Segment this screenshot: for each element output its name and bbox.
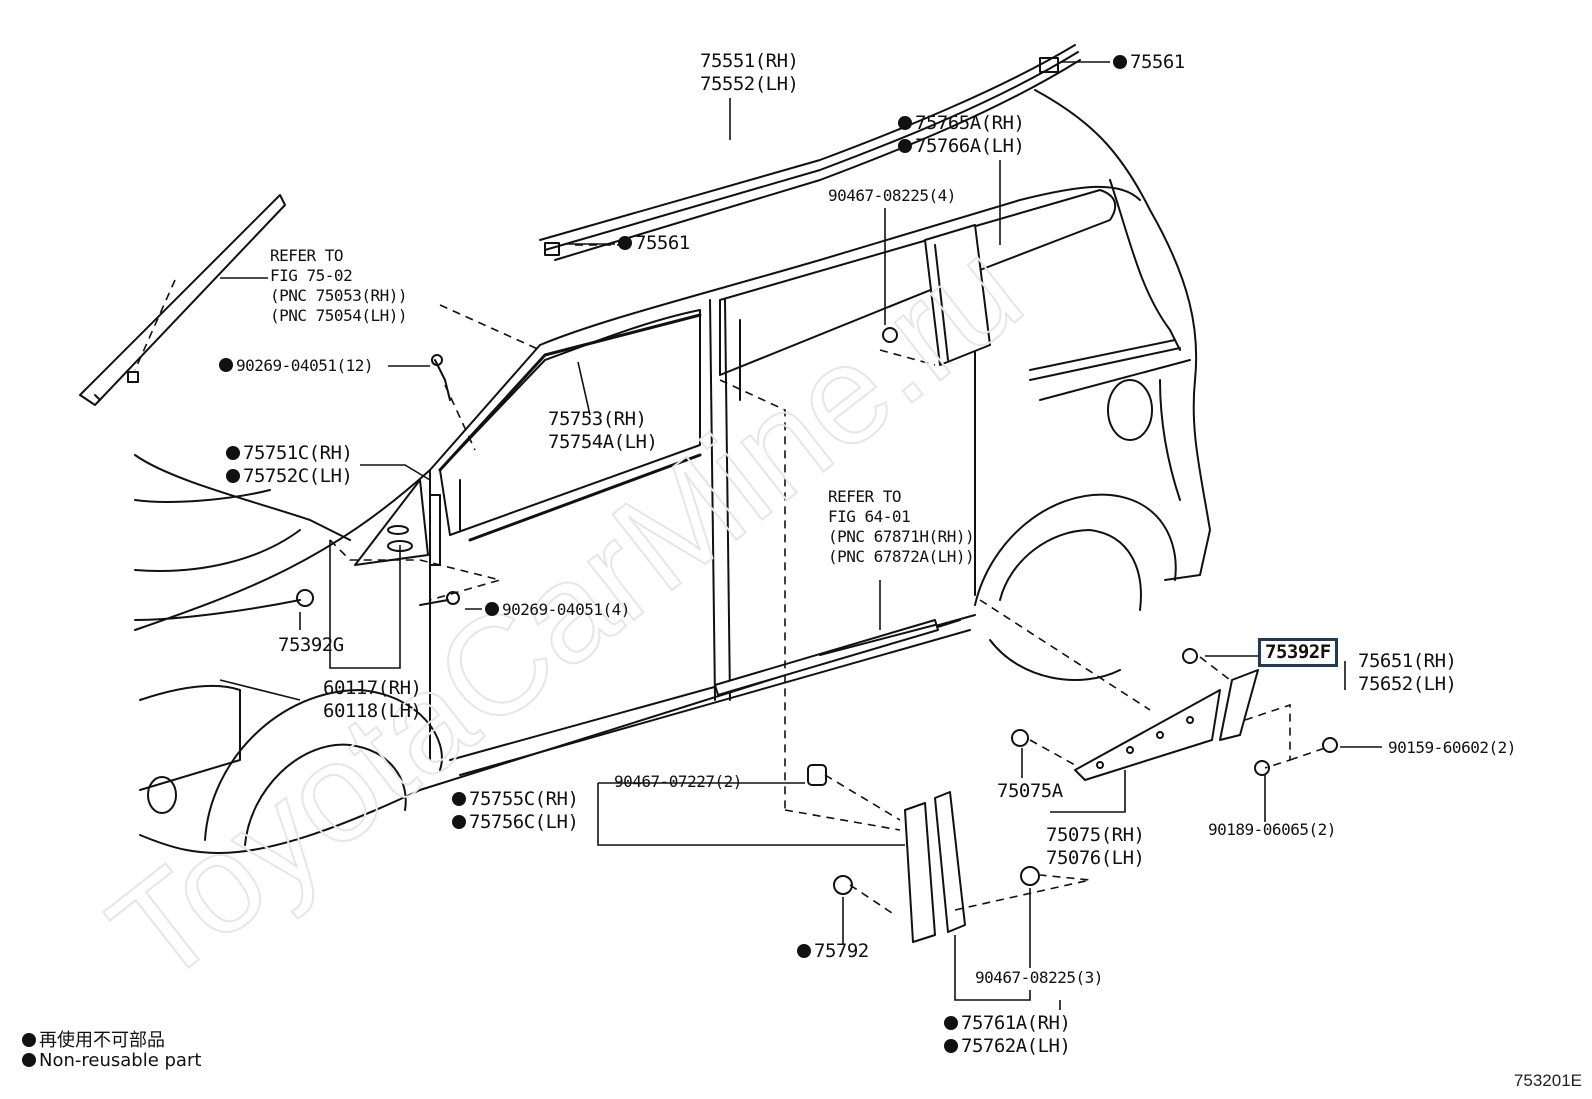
label-mudguard: 75651(RH)75652(LH)	[1358, 650, 1457, 695]
label-protector: 75075(RH)75076(LH)	[1046, 824, 1145, 869]
label-belt-molding: 75753(RH)75754A(LH)	[548, 408, 658, 453]
figure-code: 753201E	[1513, 1071, 1582, 1090]
label-triangle-molding: 75751C(RH) 75752C(LH)	[226, 442, 353, 488]
label-clip-75561-top: 75561	[1113, 51, 1185, 74]
label-pillar-garnish-b2: 75761A(RH) 75762A(LH)	[944, 1012, 1071, 1058]
label-clip-75561-left: 75561	[618, 232, 690, 255]
label-screw-90467-08225-3: 90467-08225(3)	[975, 968, 1103, 987]
label-clip-75392G: 75392G	[278, 634, 344, 656]
label-screw-90159: 90159-60602(2)	[1388, 738, 1516, 757]
label-fender-liner: 60117(RH)60118(LH)	[323, 677, 422, 722]
legend-en: Non-reusable part	[22, 1050, 201, 1071]
label-pillar-garnish-b: 75755C(RH) 75756C(LH)	[452, 788, 579, 834]
label-clip-75392F: 75392F	[1258, 638, 1338, 667]
label-clip-75792: 75792	[797, 940, 869, 963]
label-screw-90467-08225-4: 90467-08225(4)	[828, 186, 956, 205]
label-roof-molding: 75551(RH)75552(LH)	[700, 50, 799, 95]
label-clip-90269-4: 90269-04051(4)	[485, 600, 630, 620]
label-screw-90189: 90189-06065(2)	[1208, 820, 1336, 839]
label-clip-90269-12: 90269-04051(12)	[219, 356, 374, 376]
label-clip-75075A: 75075A	[997, 780, 1063, 802]
legend-jp: 再使用不可部品	[22, 1026, 165, 1052]
label-pillar-garnish-c: 75765A(RH) 75766A(LH)	[898, 112, 1025, 158]
label-screw-90467-07227: 90467-07227(2)	[614, 772, 742, 791]
